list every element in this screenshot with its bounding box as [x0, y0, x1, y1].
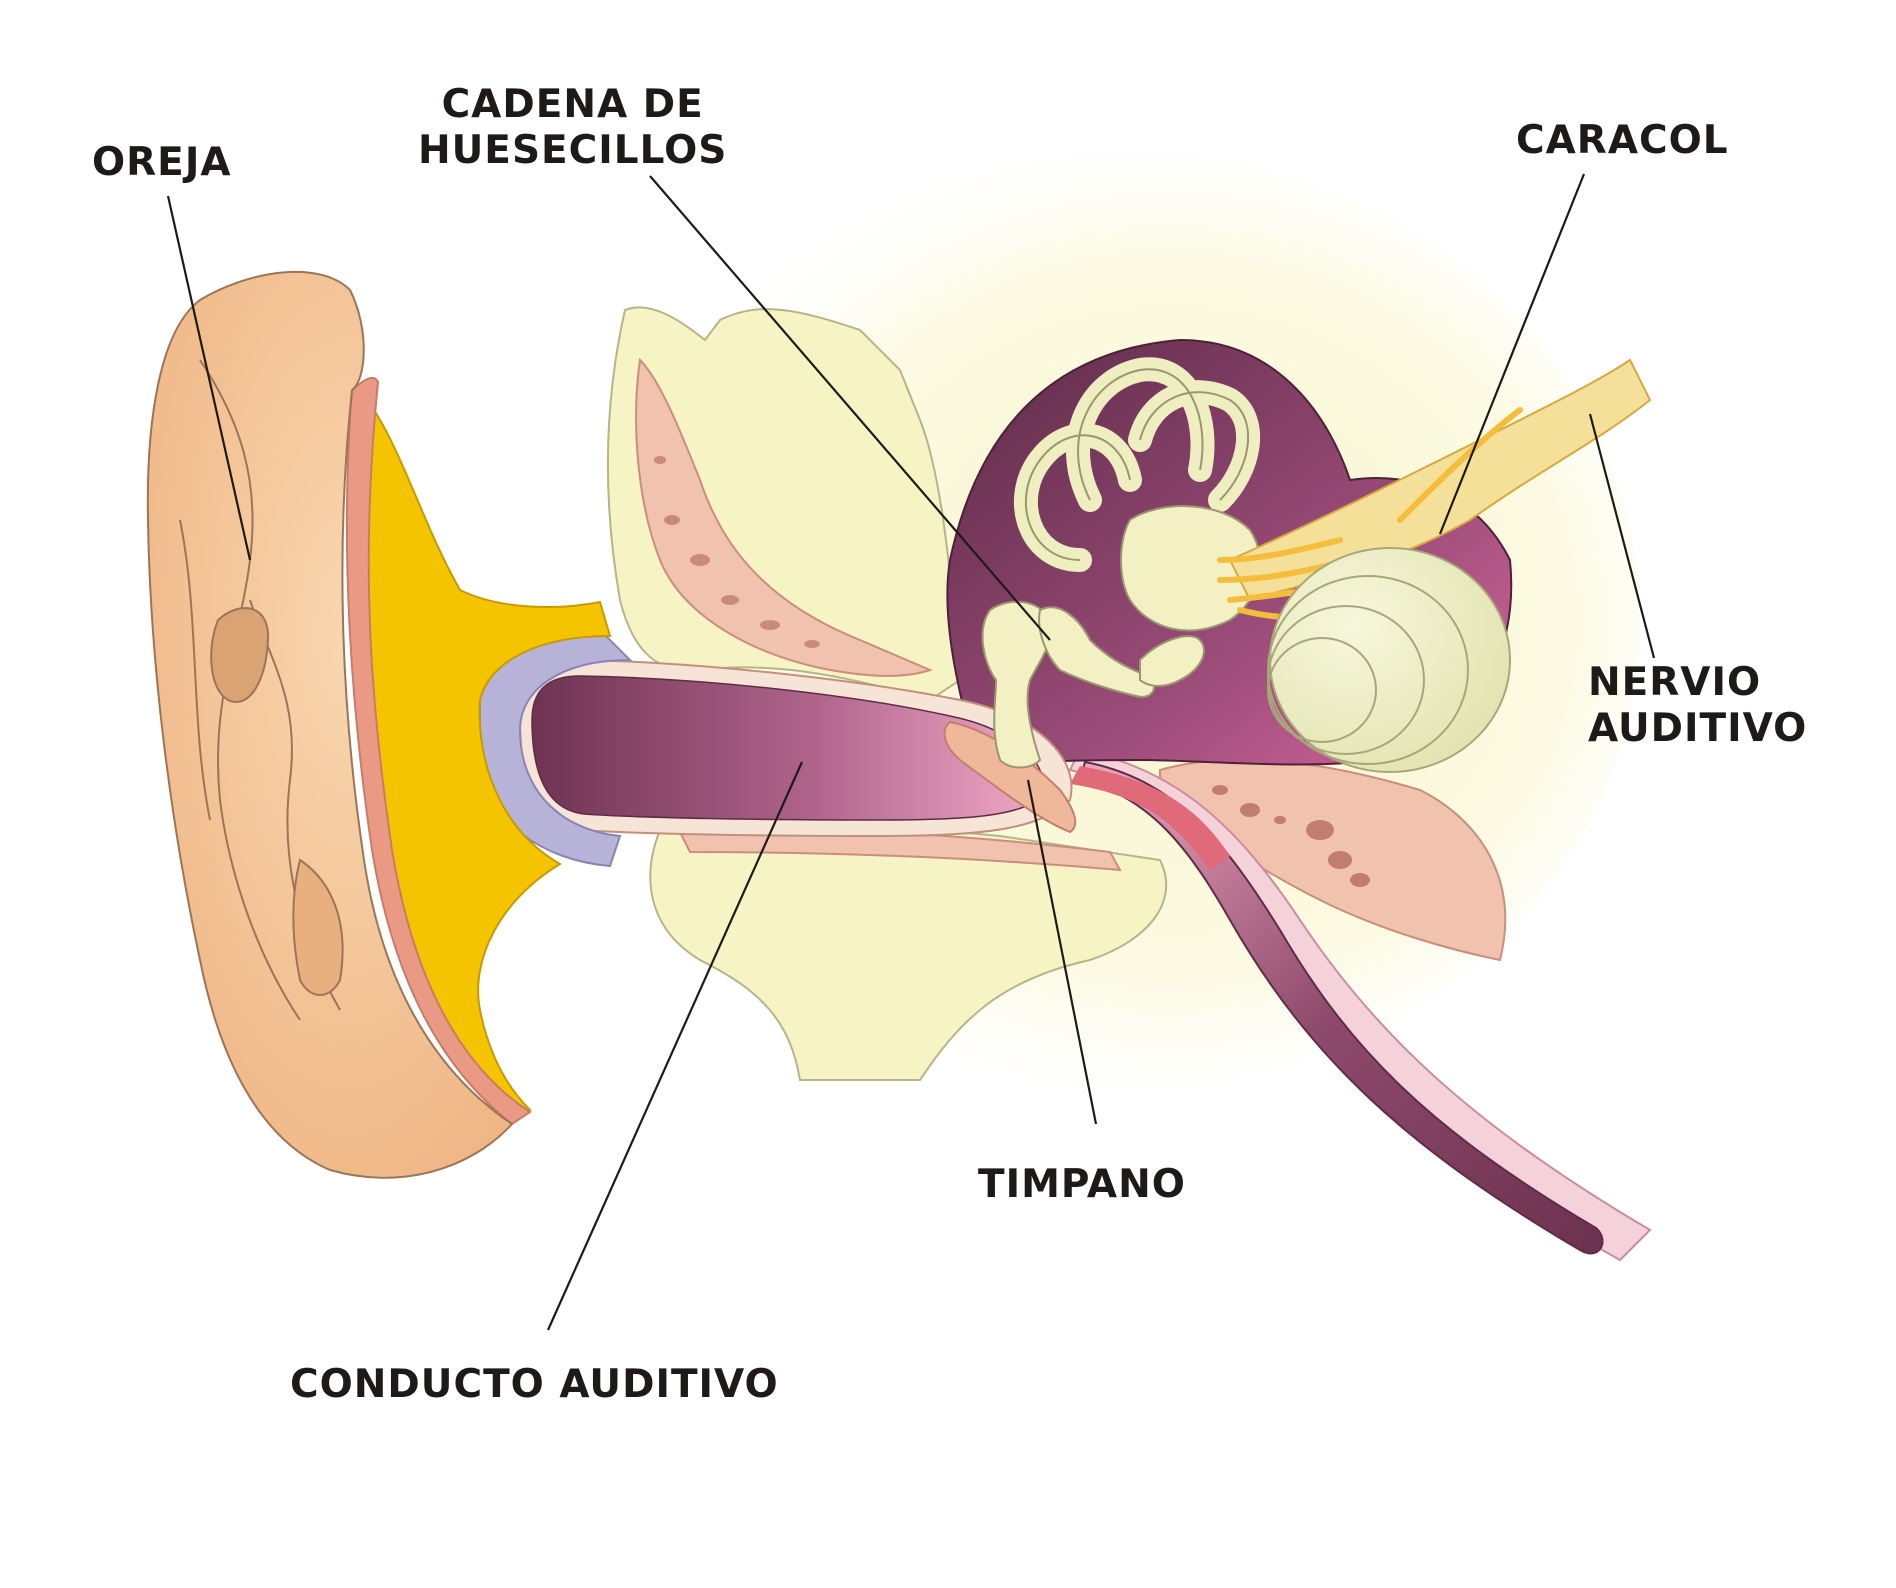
label-caracol: CARACOL	[1516, 118, 1729, 164]
semicircular-canals-outline	[1024, 368, 1250, 561]
eustachian-tube-inner	[1078, 760, 1604, 1255]
bone-pores	[654, 456, 820, 648]
label-nervio-line2: AUDITIVO	[1588, 706, 1808, 751]
label-oreja: OREJA	[92, 140, 232, 186]
label-timpano: TIMPANO	[978, 1162, 1186, 1208]
leader-caracol	[1438, 173, 1586, 535]
leader-conducto	[546, 761, 804, 1331]
incus	[1038, 606, 1155, 698]
pinna-oreja	[146, 270, 514, 1179]
leader-lines	[166, 173, 1656, 1331]
label-cadena-line1: CADENA DE	[441, 82, 704, 127]
bone-spongy-band	[635, 357, 933, 677]
label-cadena-de-huesecillos: CADENA DE HUESECILLOS	[418, 82, 727, 174]
skin-edge	[345, 376, 532, 1126]
label-timpano-text: TIMPANO	[978, 1162, 1186, 1207]
label-oreja-text: OREJA	[92, 140, 232, 185]
leader-nervio	[1588, 413, 1656, 659]
eustachian-tube-lining	[1070, 766, 1230, 870]
concha	[210, 607, 270, 703]
vestibule	[1120, 505, 1262, 632]
label-caracol-text: CARACOL	[1516, 118, 1729, 163]
label-cadena-line2: HUESECILLOS	[418, 128, 728, 173]
cochlea-caracol	[1267, 547, 1511, 773]
ossicles	[981, 600, 1205, 769]
antitragus	[292, 858, 344, 996]
label-conducto-text: CONDUCTO AUDITIVO	[290, 1362, 779, 1407]
leader-timpano	[1026, 779, 1098, 1125]
stapes	[1139, 635, 1205, 687]
leader-oreja	[166, 195, 252, 561]
label-conducto-auditivo: CONDUCTO AUDITIVO	[290, 1362, 779, 1408]
right-bone-pores	[1212, 785, 1370, 887]
label-nervio-auditivo: NERVIO AUDITIVO	[1588, 660, 1807, 752]
label-nervio-line1: NERVIO	[1588, 660, 1762, 705]
leader-cadena	[649, 175, 1051, 641]
